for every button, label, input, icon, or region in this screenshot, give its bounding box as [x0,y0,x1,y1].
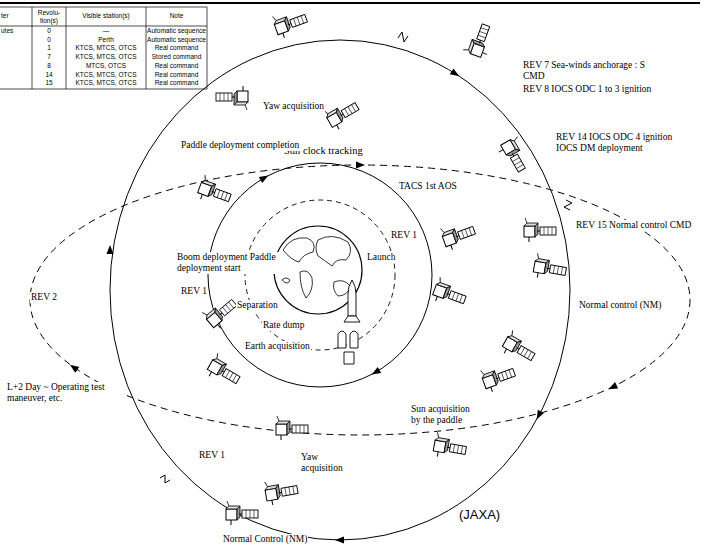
table-cell: Real command [146,71,207,79]
table-cell: — [66,27,146,35]
satellite-icon [205,353,245,390]
annotation: REV 8 IOCS ODC 1 to 3 ignition [522,84,652,95]
table-header: Revolu- tion(s) [32,9,66,25]
table-cell: Automatic sequence [146,36,207,44]
table-cell: Stored command [146,53,207,61]
annotation: Separation [236,300,279,311]
table-cell: KTCS, MTCS, OTCS [66,44,146,52]
table-cell: 14 [32,71,66,79]
launch-vehicle [338,280,360,364]
satellite-icon [201,293,241,332]
annotation: Normal Control (NM) [222,534,308,545]
table-cell: 8 [32,62,66,70]
satellite-icon [432,432,468,461]
annotation: L+2 Day ~ Operating test maneuver, etc. [6,382,126,404]
annotation: REV 15 Normal control CMD [575,220,692,231]
annotation: REV 1 [198,450,226,461]
table-cell: MTCS, OTCS [66,62,146,70]
annotation: TACS 1st AOS [398,181,458,192]
table-cell: utes [1,27,32,35]
table-cell: 15 [32,79,66,87]
satellite-icon [524,218,556,242]
table-cell: Automatic sequence [146,27,207,35]
launch-orbit [245,200,395,350]
table-cell: Real command [146,79,207,87]
satellite-icon [323,95,363,132]
annotation: Normal control (NM) [578,300,662,311]
annotation: REV 2 [30,292,58,303]
annotation: REV 7 Sea-winds anchorage : S CMD [522,60,646,82]
table-cell: Real command [146,44,207,52]
table-cell: KTCS, MTCS, OTCS [66,53,146,61]
satellite-icon [532,253,568,282]
satellite-icon [431,277,469,310]
table-cell: 7 [32,53,66,61]
satellite-icon [500,330,540,367]
annotation: Boom deployment Paddle deployment start [176,252,280,274]
orbit-arrows [68,68,618,543]
annotation: Yaw acquisition [262,101,325,112]
satellite-icon [440,218,478,251]
table-header: Note [146,12,207,20]
annotation: Sun acquisition by the paddle [410,404,482,426]
table-cell: Perth [66,36,146,44]
table-header: ter [1,12,32,20]
satellite-icon [264,477,300,506]
dashed-orbit [30,165,690,435]
annotation: REV 14 IOCS ODC 4 ignition IOCS DM deplo… [555,132,687,154]
table-cell: KTCS, MTCS, OTCS [66,71,146,79]
satellite-icon [196,175,234,208]
satellite-icon [463,21,496,59]
satellite-icon [226,501,258,525]
annotation: Yaw acquisition [300,452,354,474]
satellite-icon [216,86,248,110]
satellite-icon [276,416,308,440]
orbit-break [160,32,572,483]
top-rule [0,2,700,4]
table-grid [0,7,207,89]
table-cell: 0 [32,36,66,44]
table-cell: KTCS, MTCS, OTCS [66,79,146,87]
table-cell: Real command [146,62,207,70]
satellite-icon [496,136,533,176]
watermark: (JAXA) [458,508,501,523]
table-header: Visible station(s) [66,12,146,20]
satellite-icon [480,360,518,393]
annotation: REV 1 [390,230,418,241]
annotation: REV 1 [180,286,208,297]
annotation: Earth acquisition [244,341,311,352]
outer-orbit [110,40,570,540]
table-cell: 1 [32,44,66,52]
inner-orbit [208,163,432,387]
satellite-icon [272,6,310,39]
annotation: Rate dump [262,320,305,331]
annotation: Paddle deployment completion [180,140,300,151]
table-cell: 0 [32,27,66,35]
annotation: Launch [366,252,397,263]
